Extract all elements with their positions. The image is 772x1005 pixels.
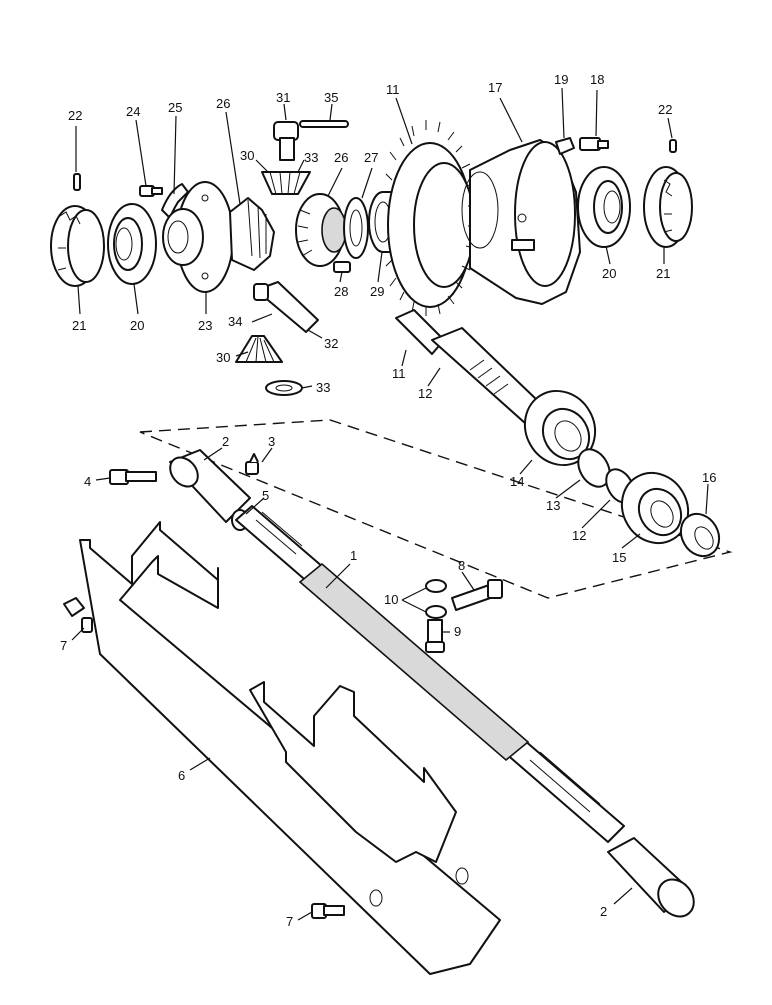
- callout-12-lower: 12: [572, 528, 586, 543]
- callout-27: 27: [364, 150, 378, 165]
- callout-20-right: 20: [602, 266, 616, 281]
- callout-15: 15: [612, 550, 626, 565]
- adjuster-nut-right: [643, 166, 693, 248]
- callout-22-right: 22: [658, 102, 672, 117]
- callout-6: 6: [178, 768, 185, 783]
- callout-1: 1: [350, 548, 357, 563]
- cross-shaft-lower: [253, 281, 319, 333]
- callout-4: 4: [84, 474, 91, 489]
- callout-10: 10: [384, 592, 398, 607]
- bolt-8: [451, 579, 503, 611]
- callout-13: 13: [546, 498, 560, 513]
- callout-18: 18: [590, 72, 604, 87]
- coupling-lower: [607, 837, 695, 918]
- differential-housing: [461, 139, 581, 305]
- callout-33-upper: 33: [304, 150, 318, 165]
- bolt-24: [139, 185, 163, 197]
- crown-wheel: [385, 120, 476, 316]
- washer-33: [265, 380, 303, 396]
- callout-32: 32: [324, 336, 338, 351]
- side-gear-right: [295, 193, 347, 267]
- callout-labels: 22 24 25 26 31 35 30 33 26 27 11 17 19 1…: [60, 72, 716, 929]
- side-gear-left: [229, 197, 275, 271]
- callout-30-upper: 30: [240, 148, 254, 163]
- bolt-4: [109, 469, 157, 485]
- callout-29: 29: [370, 284, 384, 299]
- leader-lines: [71, 87, 709, 921]
- grease-nipple: [245, 453, 259, 475]
- differential-flange: [162, 181, 234, 293]
- lock-block-28: [333, 261, 351, 273]
- callout-35: 35: [324, 90, 338, 105]
- callout-26-right: 26: [334, 150, 348, 165]
- callout-2-lower: 2: [600, 904, 607, 919]
- spacer-13: [577, 448, 611, 488]
- roll-pin-right: [669, 139, 677, 153]
- callout-25: 25: [168, 100, 182, 115]
- bolt-7-lower: [311, 903, 345, 919]
- washers-10: [425, 579, 447, 619]
- callout-24: 24: [126, 104, 140, 119]
- callout-5: 5: [262, 488, 269, 503]
- callout-26-left: 26: [216, 96, 230, 111]
- callout-7-lower: 7: [286, 914, 293, 929]
- subassembly-dashed-outline: [139, 419, 733, 599]
- pinion-shaft-upper: [273, 121, 299, 161]
- callout-3: 3: [268, 434, 275, 449]
- callout-16: 16: [702, 470, 716, 485]
- callout-19: 19: [554, 72, 568, 87]
- differential-pinion-upper: [261, 171, 311, 195]
- callout-2-upper: 2: [222, 434, 229, 449]
- lock-tab-19: [555, 137, 575, 155]
- thrust-washer-27: [343, 197, 369, 259]
- callout-21-right: 21: [656, 266, 670, 281]
- callout-31: 31: [276, 90, 290, 105]
- drive-shaft: [235, 505, 625, 843]
- bearing-left: [107, 203, 157, 285]
- callout-7-upper: 7: [60, 638, 67, 653]
- callout-20-left: 20: [130, 318, 144, 333]
- bolt-18: [579, 137, 609, 151]
- callout-28: 28: [334, 284, 348, 299]
- callout-8: 8: [458, 558, 465, 573]
- banjo-bolt-9: [425, 619, 445, 653]
- bearing-right: [577, 166, 631, 248]
- adjuster-nut-left: [50, 205, 105, 287]
- callout-22-left: 22: [68, 108, 82, 123]
- coupling-upper: [169, 449, 251, 523]
- callout-14: 14: [510, 474, 524, 489]
- callout-34: 34: [228, 314, 242, 329]
- nut-16: [679, 512, 721, 558]
- fastener-7-upper: [63, 597, 93, 633]
- shaft-guard: [79, 521, 501, 975]
- callout-9: 9: [454, 624, 461, 639]
- callout-12-upper: 12: [418, 386, 432, 401]
- callout-21-left: 21: [72, 318, 86, 333]
- callout-33-lower: 33: [316, 380, 330, 395]
- differential-pinion-lower: [235, 335, 283, 363]
- callout-11-top: 11: [386, 82, 400, 97]
- callout-30-lower: 30: [216, 350, 230, 365]
- roll-pin-left: [73, 173, 81, 191]
- callout-17: 17: [488, 80, 502, 95]
- pin-35: [299, 120, 349, 128]
- callout-23: 23: [198, 318, 212, 333]
- callout-11-lower: 11: [392, 366, 406, 381]
- bearing-15: [620, 471, 690, 545]
